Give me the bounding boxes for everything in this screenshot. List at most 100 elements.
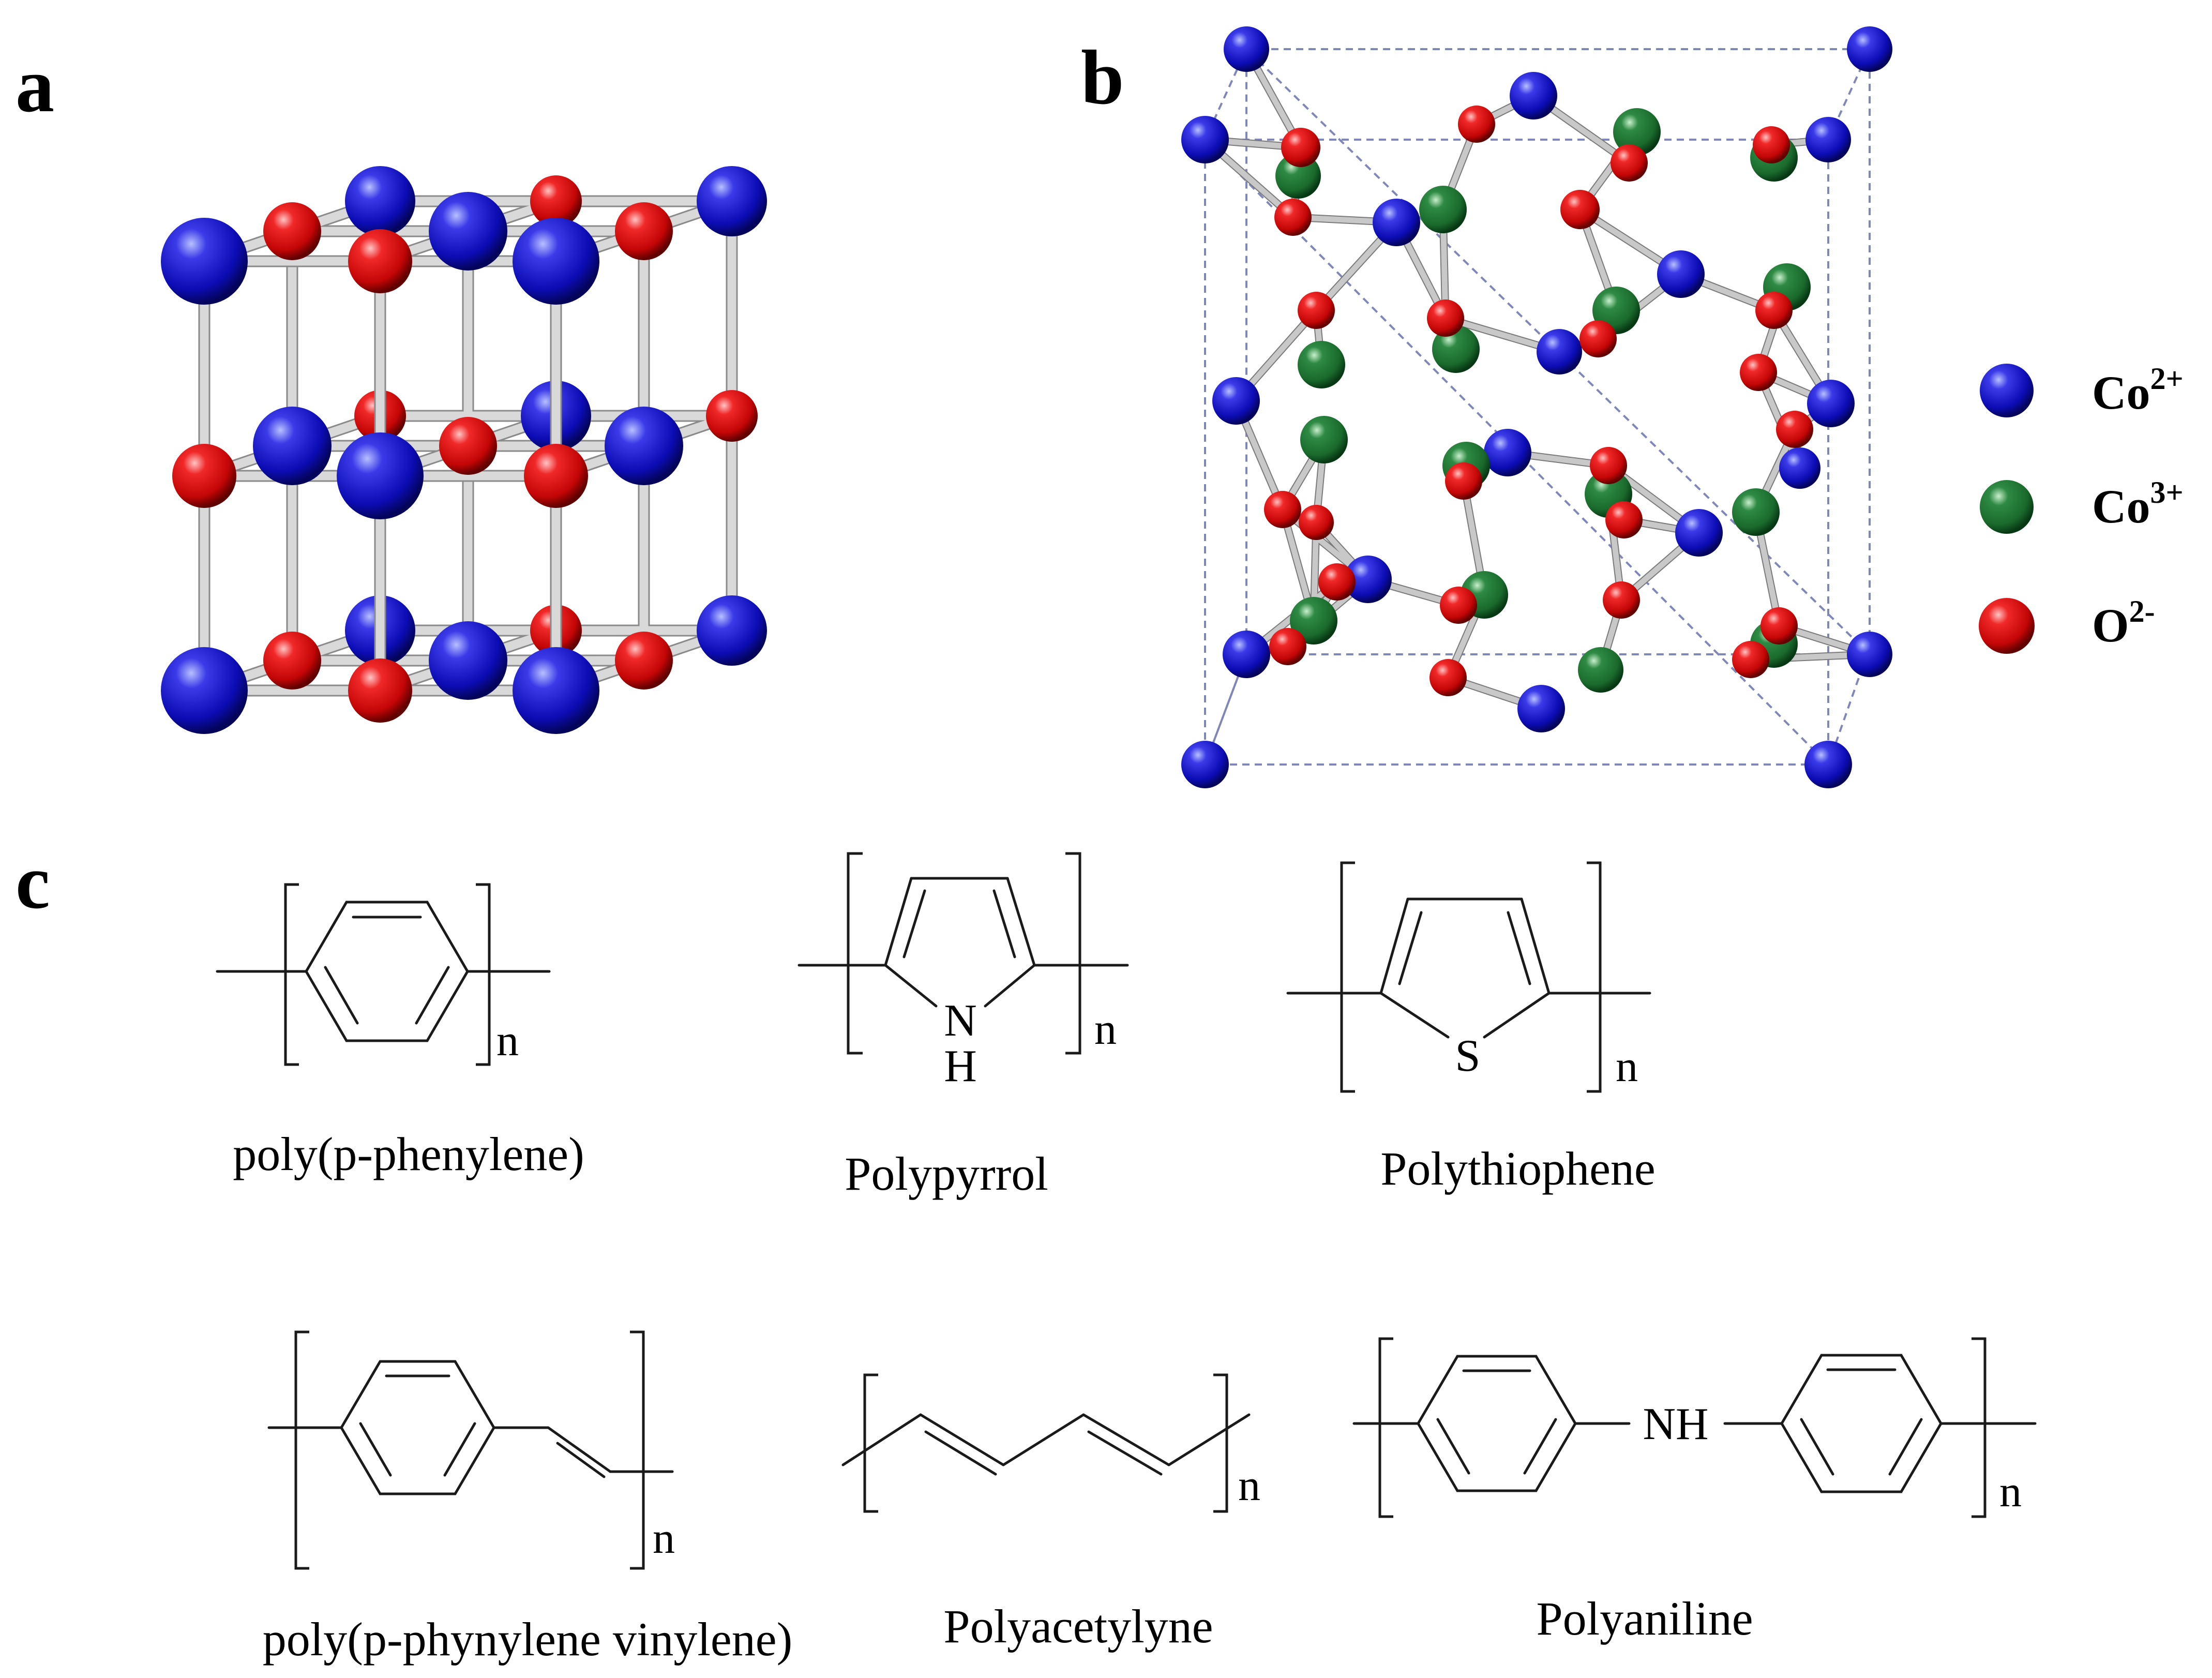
unit-cell-outline — [1203, 653, 1869, 766]
cobalt-3plus-ion — [1290, 597, 1337, 645]
oxide-ion — [524, 444, 588, 508]
cobalt-2plus-ion — [1537, 329, 1582, 374]
oxide-ion — [1776, 411, 1813, 448]
cobalt-2plus-ion — [161, 647, 248, 734]
legend-item-co2: Co2+ — [1980, 362, 2184, 419]
spinel-lattice-model — [1181, 26, 1892, 788]
cobalt-2plus-ion — [1223, 631, 1270, 678]
oxide-ion — [263, 202, 321, 260]
cobalt-3plus-ion — [1732, 488, 1780, 536]
cobalt-3plus-ion — [1419, 186, 1467, 233]
legend-item-co3: Co3+ — [1980, 475, 2184, 534]
oxide-ion — [1579, 320, 1617, 357]
cobalt-2plus-ion — [513, 218, 599, 305]
cobalt-2plus-ion — [1224, 26, 1269, 72]
cobalt-2plus-ion — [605, 407, 683, 485]
cobalt-2plus-ion — [697, 166, 767, 236]
legend-label-co3: Co3+ — [2092, 475, 2184, 533]
oxide-ion — [439, 417, 497, 475]
rocksalt-lattice-model — [161, 166, 767, 734]
legend-item-o2: O2- — [1979, 594, 2155, 654]
cobalt-2plus-ion — [1675, 509, 1723, 557]
oxide-ion — [348, 658, 412, 723]
structure-polyacetylyne: n Polyacetylyne — [841, 1373, 1260, 1653]
polymer-name: poly(p-phynylene vinylene) — [263, 1613, 793, 1666]
oxide-ion — [1740, 354, 1777, 391]
oxide-ion — [1605, 501, 1643, 538]
oxide-ion — [1445, 462, 1482, 500]
oxide-ion — [172, 444, 236, 508]
ion-legend: Co2+ Co3+ O2- — [1979, 362, 2184, 654]
structure-polythiophene: S n Polythiophene — [1286, 861, 1656, 1195]
cobalt-2plus-ion — [513, 647, 599, 734]
oxide-ion — [1458, 106, 1495, 143]
cobalt-2plus-ion — [1181, 741, 1229, 788]
cobalt-2plus-ion — [1804, 741, 1852, 788]
structure-ppv: n poly(p-phynylene vinylene) — [263, 1330, 793, 1666]
cobalt-3plus-ion — [1578, 647, 1623, 693]
nh-linker-label: NH — [1643, 1399, 1708, 1449]
cobalt-2plus-ion — [429, 192, 507, 271]
sulfur-atom-label: S — [1455, 1031, 1481, 1081]
oxide-ion — [263, 632, 321, 690]
oxide-ion — [1318, 563, 1356, 601]
cobalt-2plus-ion — [1212, 377, 1260, 425]
repeat-index-n: n — [1094, 1004, 1117, 1054]
structure-poly-p-phenylene: n poly(p-phenylene) — [216, 883, 584, 1180]
legend-label-o2: O2- — [2092, 594, 2155, 652]
cobalt-3plus-ion — [1300, 416, 1348, 463]
repeat-index-n: n — [496, 1015, 519, 1065]
polymer-name: poly(p-phenylene) — [233, 1128, 584, 1180]
panel-label-c: c — [16, 839, 50, 925]
cobalt-2plus-ion — [345, 166, 415, 236]
oxide-ion — [615, 632, 673, 690]
polymer-name: Polyaniline — [1536, 1592, 1753, 1645]
o2-ion-swatch — [1979, 598, 2035, 654]
oxide-ion — [1440, 587, 1477, 624]
oxide-ion — [1560, 190, 1600, 229]
legend-label-co2: Co2+ — [2092, 362, 2184, 419]
cobalt-2plus-ion — [429, 621, 507, 700]
oxide-ion — [1611, 144, 1648, 182]
cobalt-2plus-ion — [1805, 117, 1851, 162]
cobalt-2plus-ion — [1510, 72, 1557, 119]
repeat-index-n: n — [653, 1513, 675, 1563]
oxide-ion — [706, 390, 758, 442]
cobalt-2plus-ion — [1847, 632, 1892, 677]
repeat-index-n: n — [1999, 1466, 2022, 1516]
cobalt-2plus-ion — [253, 407, 332, 485]
cobalt-2plus-ion — [1657, 250, 1705, 298]
oxide-ion — [1269, 628, 1306, 665]
co3-ion-swatch — [1980, 480, 2034, 534]
cobalt-2plus-ion — [161, 218, 248, 305]
oxide-ion — [1760, 607, 1798, 645]
oxide-ion — [1299, 505, 1334, 540]
oxide-ion — [1427, 299, 1464, 337]
structure-polypyrrol: N H n Polypyrrol — [797, 852, 1129, 1200]
cobalt-3plus-ion — [1613, 108, 1661, 156]
oxide-ion — [1755, 292, 1793, 329]
oxide-ion — [1603, 581, 1640, 619]
polymer-name: Polythiophene — [1380, 1142, 1656, 1195]
polymer-name: Polypyrrol — [845, 1147, 1048, 1200]
cobalt-2plus-ion — [1847, 26, 1892, 72]
cobalt-2plus-ion — [1344, 556, 1392, 603]
polymer-name: Polyacetylyne — [943, 1600, 1213, 1653]
oxide-ion — [530, 175, 582, 227]
nitrogen-atom-label: N — [944, 996, 977, 1046]
cobalt-3plus-ion — [1298, 341, 1345, 388]
cobalt-2plus-ion — [1779, 447, 1820, 489]
repeat-index-n: n — [1238, 1460, 1260, 1510]
oxide-ion — [1281, 128, 1320, 167]
panel-label-a: a — [16, 42, 54, 128]
cobalt-2plus-ion — [1484, 429, 1531, 476]
cobalt-2plus-ion — [1181, 116, 1229, 163]
oxide-ion — [1429, 659, 1467, 696]
structure-polyaniline: NH n Polyaniline — [1352, 1337, 2037, 1645]
cobalt-3plus-ion — [1432, 325, 1480, 373]
repeat-index-n: n — [1616, 1041, 1638, 1091]
cobalt-2plus-ion — [697, 595, 767, 666]
cobalt-2plus-ion — [1807, 380, 1855, 427]
hydrogen-atom-label: H — [944, 1041, 977, 1091]
